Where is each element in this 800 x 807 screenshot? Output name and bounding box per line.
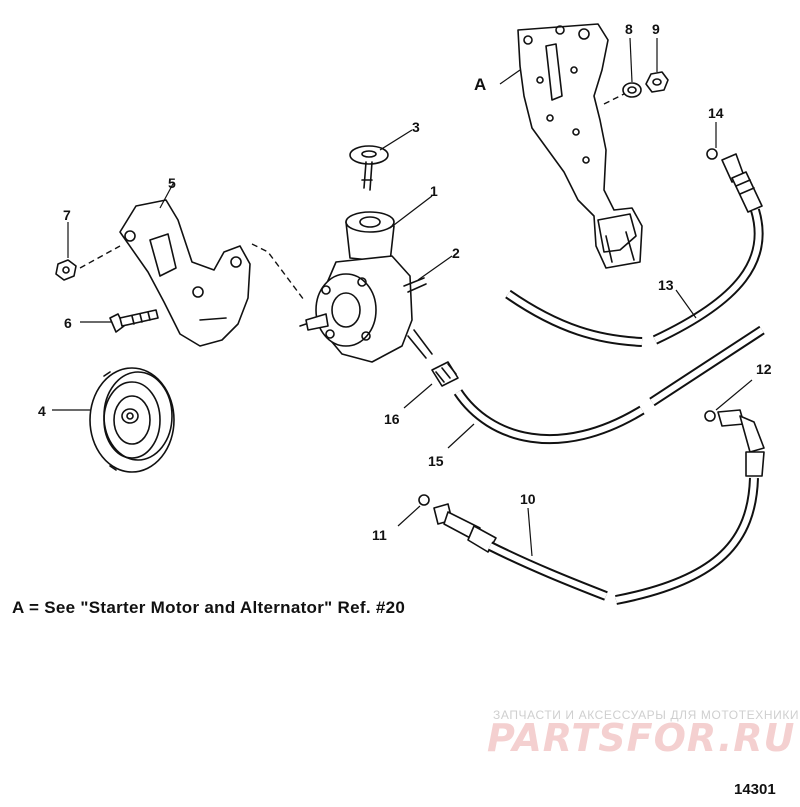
fitting-16 — [431, 361, 459, 387]
power-steering-pump-1 — [299, 211, 433, 363]
callout-16: 16 — [384, 411, 400, 427]
callout-2: 2 — [452, 245, 460, 261]
o-ring-12 — [704, 410, 716, 422]
callout-4: 4 — [38, 403, 46, 419]
callout-11: 11 — [372, 527, 387, 543]
callout-9: 9 — [652, 21, 660, 37]
reservoir-cap-3 — [349, 145, 389, 191]
pump-bracket-5 — [119, 199, 251, 347]
callout-14: 14 — [708, 105, 724, 121]
hose-10 — [433, 409, 765, 605]
pulley-4 — [89, 367, 175, 473]
reference-note: A = See "Starter Motor and Alternator" R… — [12, 598, 406, 617]
callout-6: 6 — [64, 315, 72, 331]
bolt-6 — [109, 309, 159, 333]
washer-8 — [622, 82, 642, 98]
callout-12: 12 — [756, 361, 772, 377]
callout-13: 13 — [658, 277, 674, 293]
o-ring-14 — [706, 148, 718, 160]
watermark-tagline: ЗАПЧАСТИ И АКСЕССУАРЫ ДЛЯ МОТОТЕХНИКИ — [493, 708, 800, 722]
callout-3: 3 — [412, 119, 420, 135]
callout-15: 15 — [428, 453, 444, 469]
nut-7 — [55, 259, 77, 281]
nut-9 — [645, 71, 669, 93]
ref-letter-a: A — [474, 75, 486, 94]
watermark-brand-logo: PARTSFOR.RU — [487, 716, 796, 760]
mounting-bracket-a — [517, 23, 643, 269]
hose-13 — [505, 153, 764, 347]
callout-5: 5 — [168, 175, 176, 191]
callout-1: 1 — [430, 183, 438, 199]
o-ring-11 — [418, 494, 430, 506]
callout-8: 8 — [625, 21, 633, 37]
callout-10: 10 — [520, 491, 536, 507]
hose-15 — [453, 325, 765, 444]
diagram-id: 14301 — [734, 781, 776, 798]
callout-7: 7 — [63, 207, 71, 223]
